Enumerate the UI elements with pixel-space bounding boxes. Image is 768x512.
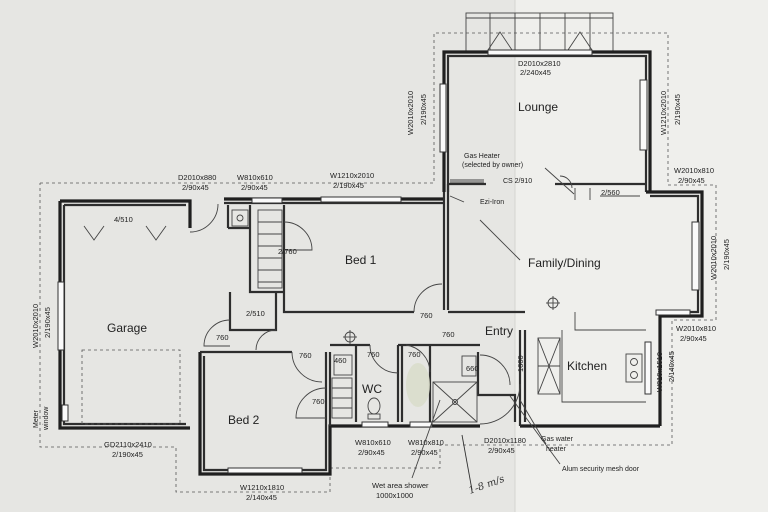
room-lounge: Lounge [518,100,558,114]
window-spec-garage: W2010x2010 [31,304,40,348]
lintel-spec-kitchen-side: 2/140x45 [667,351,676,382]
window-spec-bath: W810x810 [408,438,444,447]
door-size-robe: 760 [312,397,325,406]
garage-fixtures [81,209,249,425]
lintel-spec-kitchen-top: 2/90x45 [680,334,707,343]
lintel-bed1-door: 2/760 [278,247,297,256]
lintel-spec-garage-side: 2/90x45 [182,183,209,192]
garage-door-spec: GD2110x2410 [104,440,152,449]
room-garage: Garage [107,321,147,335]
shower-label: Wet area shower [372,481,429,490]
lintel-spec-lounge-right: 2/190x45 [673,94,682,125]
room-kitchen: Kitchen [567,359,607,373]
windows [57,49,700,474]
gas-water-heater-label-2: heater [546,446,567,453]
lintel-spec-entry: 2/90x45 [488,446,515,455]
meter-window-label: window [43,406,50,431]
lintel-spec-bed1: 2/190x45 [333,181,364,190]
gas-heater-note: (selected by owner) [462,162,523,169]
door-spec-garage-side: D2010x880 [178,173,216,182]
door-spec-entry: D2010x1180 [484,436,526,445]
window-spec-lounge-right: W1210x2010 [659,91,668,135]
room-wc: WC [362,382,382,396]
lintel-spec-lounge-left: 2/190x45 [419,94,428,125]
door-size-entry: 760 [442,330,455,339]
leader-lines [411,167,640,479]
door-swings [189,175,573,425]
handwritten-note: 1-8 m/s [467,474,506,497]
door-size-wc: 760 [367,350,380,359]
linen-shelves [257,209,353,419]
window-spec-kitchen-side: W910x1510 [655,352,664,392]
meter-label: Meter [33,409,40,428]
fixtures [333,179,643,491]
door-size-garage-hall: 760 [216,333,229,342]
window-spec-bed2: W1210x1810 [240,483,284,492]
lintel-spec-family-right: 2/190x45 [722,239,731,270]
bench-size-1600: 1600 [516,355,525,372]
cupboard-size-660: 660 [466,364,479,373]
lintel-spec-bed2: 2/140x45 [246,493,277,502]
lintel-spec-bath: 2/90x45 [411,448,438,457]
window-spec-bed1: W1210x2010 [330,171,374,180]
cupboard-spec: CS 2/910 [503,178,532,185]
lintel-hall: 2/510 [246,309,265,318]
room-entry: Entry [485,324,513,338]
window-spec-kitchen-top: W2010x810 [676,324,716,333]
lintel-spec-garage-window: 2/190x45 [43,307,52,338]
room-family-dining: Family/Dining [528,256,601,270]
window-spec-lounge-left: W2010x2010 [406,91,415,135]
shower-size: 1000x1000 [376,491,413,500]
gas-heater-label: Gas Heater [464,153,500,160]
window-spec-family-top: W2010x810 [674,166,714,175]
window-spec-family-right: W2010x2010 [709,236,718,280]
room-bed-1: Bed 1 [345,253,377,267]
interior-walls [200,182,646,426]
window-spec-wc: W810x610 [355,438,391,447]
door-size-bed2: 760 [299,351,312,360]
door-size-bath: 760 [408,350,421,359]
window-spec-laundry: W810x610 [237,173,273,182]
door-size-bed1: 760 [420,311,433,320]
lintel-spec-lounge: 2/240x45 [520,68,551,77]
cupboard-size-460: 460 [334,356,347,365]
mesh-door-label: Alum security mesh door [562,466,640,473]
garage-door-lintel: 2/190x45 [112,450,143,459]
ezi-iron-label: Ezi-Iron [480,199,504,206]
lintel-spec-family-top: 2/90x45 [678,176,705,185]
room-bed-2: Bed 2 [228,413,260,427]
lintel-family: 2/560 [601,188,620,197]
lintel-spec-laundry: 2/90x45 [241,183,268,192]
gas-water-heater-label: Gas water [541,436,574,443]
lintel-garage: 4/510 [114,215,133,224]
lintel-spec-wc: 2/90x45 [358,448,385,457]
door-spec-lounge: D2010x2810 [518,59,561,68]
